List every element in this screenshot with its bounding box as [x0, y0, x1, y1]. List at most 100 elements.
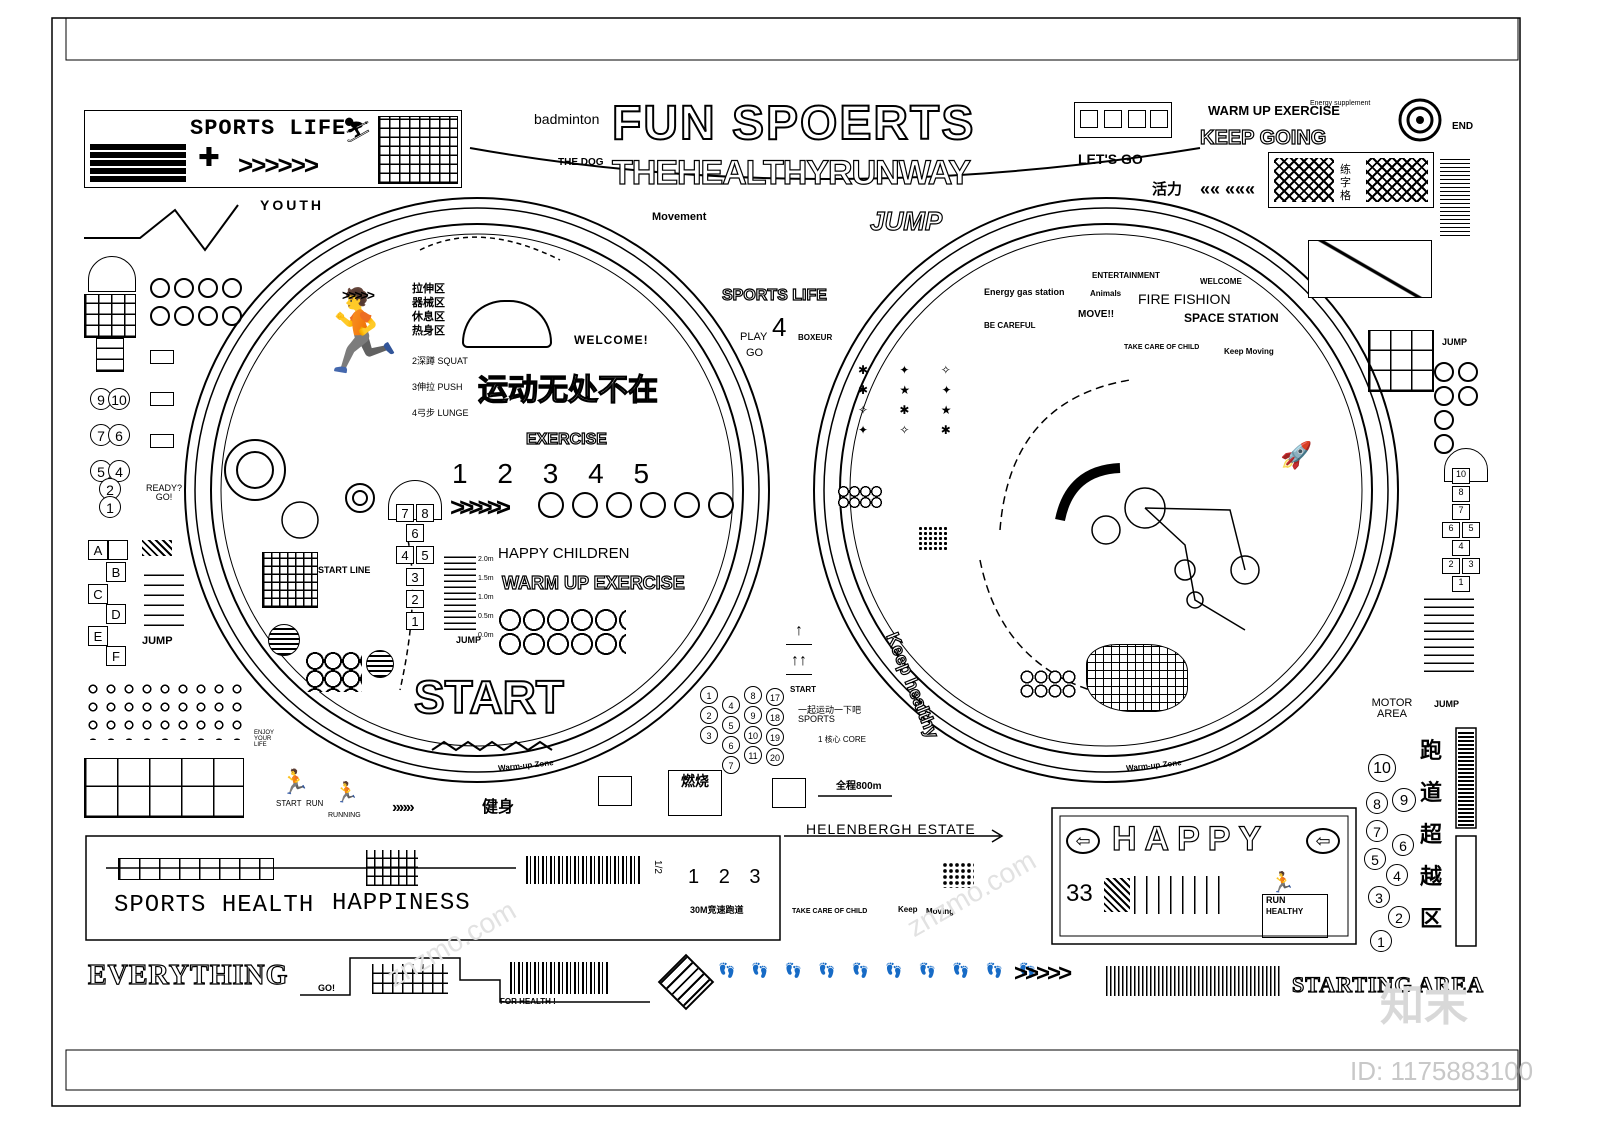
stars-scatter: ✱ ✦ ✧ ✱ ★ ✦ ✧ ✱ ★ ✦ ✧ ✱ [858, 363, 966, 437]
hop-6: 6 [406, 524, 424, 542]
hop-left-1: 1 [99, 496, 121, 518]
round-icon-7 [198, 306, 218, 326]
arrow-right-badge: ⇦ [1306, 828, 1340, 854]
square-grid-circle [262, 552, 318, 608]
sport-medallion-3 [606, 492, 632, 518]
four-label: 4 [772, 312, 787, 342]
right-num-1: 1 [1370, 930, 1392, 952]
hop-4: 4 [396, 546, 414, 564]
runner-icon-happy: 🏃 [1270, 872, 1295, 894]
step-item: 4弓步 LUNGE [412, 408, 469, 418]
hex-19: 19 [766, 728, 784, 746]
arrow-up-sign-1: ↑ [786, 622, 812, 645]
keep-going: KEEP GOING [1199, 127, 1327, 149]
runner-silhouette: 🏃 [310, 287, 410, 376]
right-hop-5: 5 [1462, 522, 1480, 538]
number-5: 5 [633, 458, 650, 489]
right-hop-1: 1 [1452, 576, 1470, 592]
hatched-circle-2 [366, 650, 394, 678]
chevron-arrows-circle: >>>>>> [450, 492, 511, 522]
hex-18: 18 [766, 708, 784, 726]
round-icon-1 [150, 278, 170, 298]
hop-left-4: 4 [108, 460, 130, 482]
hatched-rect [142, 540, 172, 556]
letter-b: B [106, 562, 126, 582]
right-icon-2 [1458, 362, 1478, 382]
barcode-bottom [510, 962, 610, 994]
ladder-lines [144, 566, 184, 626]
letter-a: A [88, 540, 108, 560]
icon-box-4 [1150, 110, 1168, 128]
station-sign-left [598, 776, 632, 806]
run-label-happy: RUN [1266, 895, 1286, 905]
moving-bottom: Moving [926, 907, 954, 916]
run-healthy-sign [1262, 894, 1328, 938]
hop-7: 7 [396, 504, 414, 522]
lane-numbers: 1 2 3 [688, 866, 761, 889]
skater-icon: ⛷ [342, 117, 373, 144]
hatched-circle-1 [268, 624, 300, 656]
skateboard-icon-1 [150, 350, 174, 364]
hop-left-10: 10 [108, 388, 130, 410]
paodao-char: 道 [1420, 780, 1443, 805]
right-hop-3: 3 [1462, 558, 1480, 574]
tile-panel [1308, 240, 1432, 298]
entertainment: ENTERTAINMENT [1092, 271, 1160, 280]
sport-medallion-6 [708, 492, 734, 518]
title-main: FUN SPOERTS [611, 97, 976, 150]
start-center: START [790, 685, 817, 694]
motor-area: MOTOR AREA [1371, 697, 1413, 720]
right-icon-4 [1458, 386, 1478, 406]
paodao-char: 区 [1420, 906, 1443, 931]
step-list: 2深蹲 SQUAT 3伸拉 PUSH 4弓步 LUNGE [412, 348, 469, 426]
bar-lines-happy [1134, 876, 1230, 914]
right-icon-1 [1434, 362, 1454, 382]
zone-list: 拉伸区 器械区 休息区 热身区 [412, 282, 445, 338]
equalizer-shape [366, 850, 418, 886]
skateboard-icon-3 [150, 434, 174, 448]
healthy-label: HEALTHY [1266, 907, 1304, 916]
right-num-10: 10 [1368, 754, 1396, 782]
hex-3: 3 [700, 726, 718, 744]
everything-label: EVERYTHING [87, 960, 289, 991]
lane-num: 2 [718, 866, 730, 888]
station-sign-right [772, 778, 806, 808]
animals-label: Animals [1090, 289, 1122, 298]
honeycomb: 1 2 3 4 5 6 7 8 9 10 11 17 18 19 20 [700, 684, 788, 780]
barcode-panel [526, 856, 642, 884]
hop-8: 8 [416, 504, 434, 522]
ring-cluster [306, 652, 362, 692]
hop-1: 1 [406, 612, 424, 630]
lane-num: 1 [688, 866, 700, 888]
cross-shape: ✚ [198, 142, 220, 172]
barcode-strip-right [1106, 966, 1282, 996]
enjoy-life: ENJOY YOUR LIFE [254, 730, 274, 748]
rocket-icon: 🚀 [1280, 440, 1313, 470]
happy-title: HAPPY [1111, 820, 1270, 858]
grid-square-topleft [378, 116, 458, 184]
take-care-bottom: TAKE CARE OF CHILD [792, 908, 868, 915]
step-item: 3伸拉 PUSH [412, 382, 463, 392]
warm-up-circle: WARM UP EXERCISE [501, 573, 685, 593]
hop-3: 3 [406, 568, 424, 586]
hop-left-6: 6 [108, 424, 130, 446]
number-3: 3 [542, 458, 559, 489]
happy-num: 33 [1066, 880, 1093, 907]
sports-life-panel [84, 110, 462, 188]
paodao-char: 超 [1420, 822, 1443, 847]
zone-item: 拉伸区 [412, 283, 445, 295]
move-label: MOVE!! [1078, 309, 1115, 320]
welcome-right: WELCOME [1200, 277, 1242, 286]
icon-box-2 [1104, 110, 1122, 128]
right-hop-7: 7 [1452, 504, 1470, 520]
half-fraction: 1/2 [651, 860, 663, 874]
circle-numbers: 1 2 3 4 5 [452, 458, 649, 490]
right-num-7: 7 [1366, 820, 1388, 842]
distance-800: 全程800m [836, 781, 882, 792]
hex-9: 9 [744, 706, 762, 724]
ready-go: READY? GO! [145, 483, 182, 502]
round-icon-8 [222, 306, 242, 326]
window-grid [1368, 330, 1434, 392]
icon-box-3 [1128, 110, 1146, 128]
chevron-row-bottom: >>>>> [1014, 960, 1072, 987]
